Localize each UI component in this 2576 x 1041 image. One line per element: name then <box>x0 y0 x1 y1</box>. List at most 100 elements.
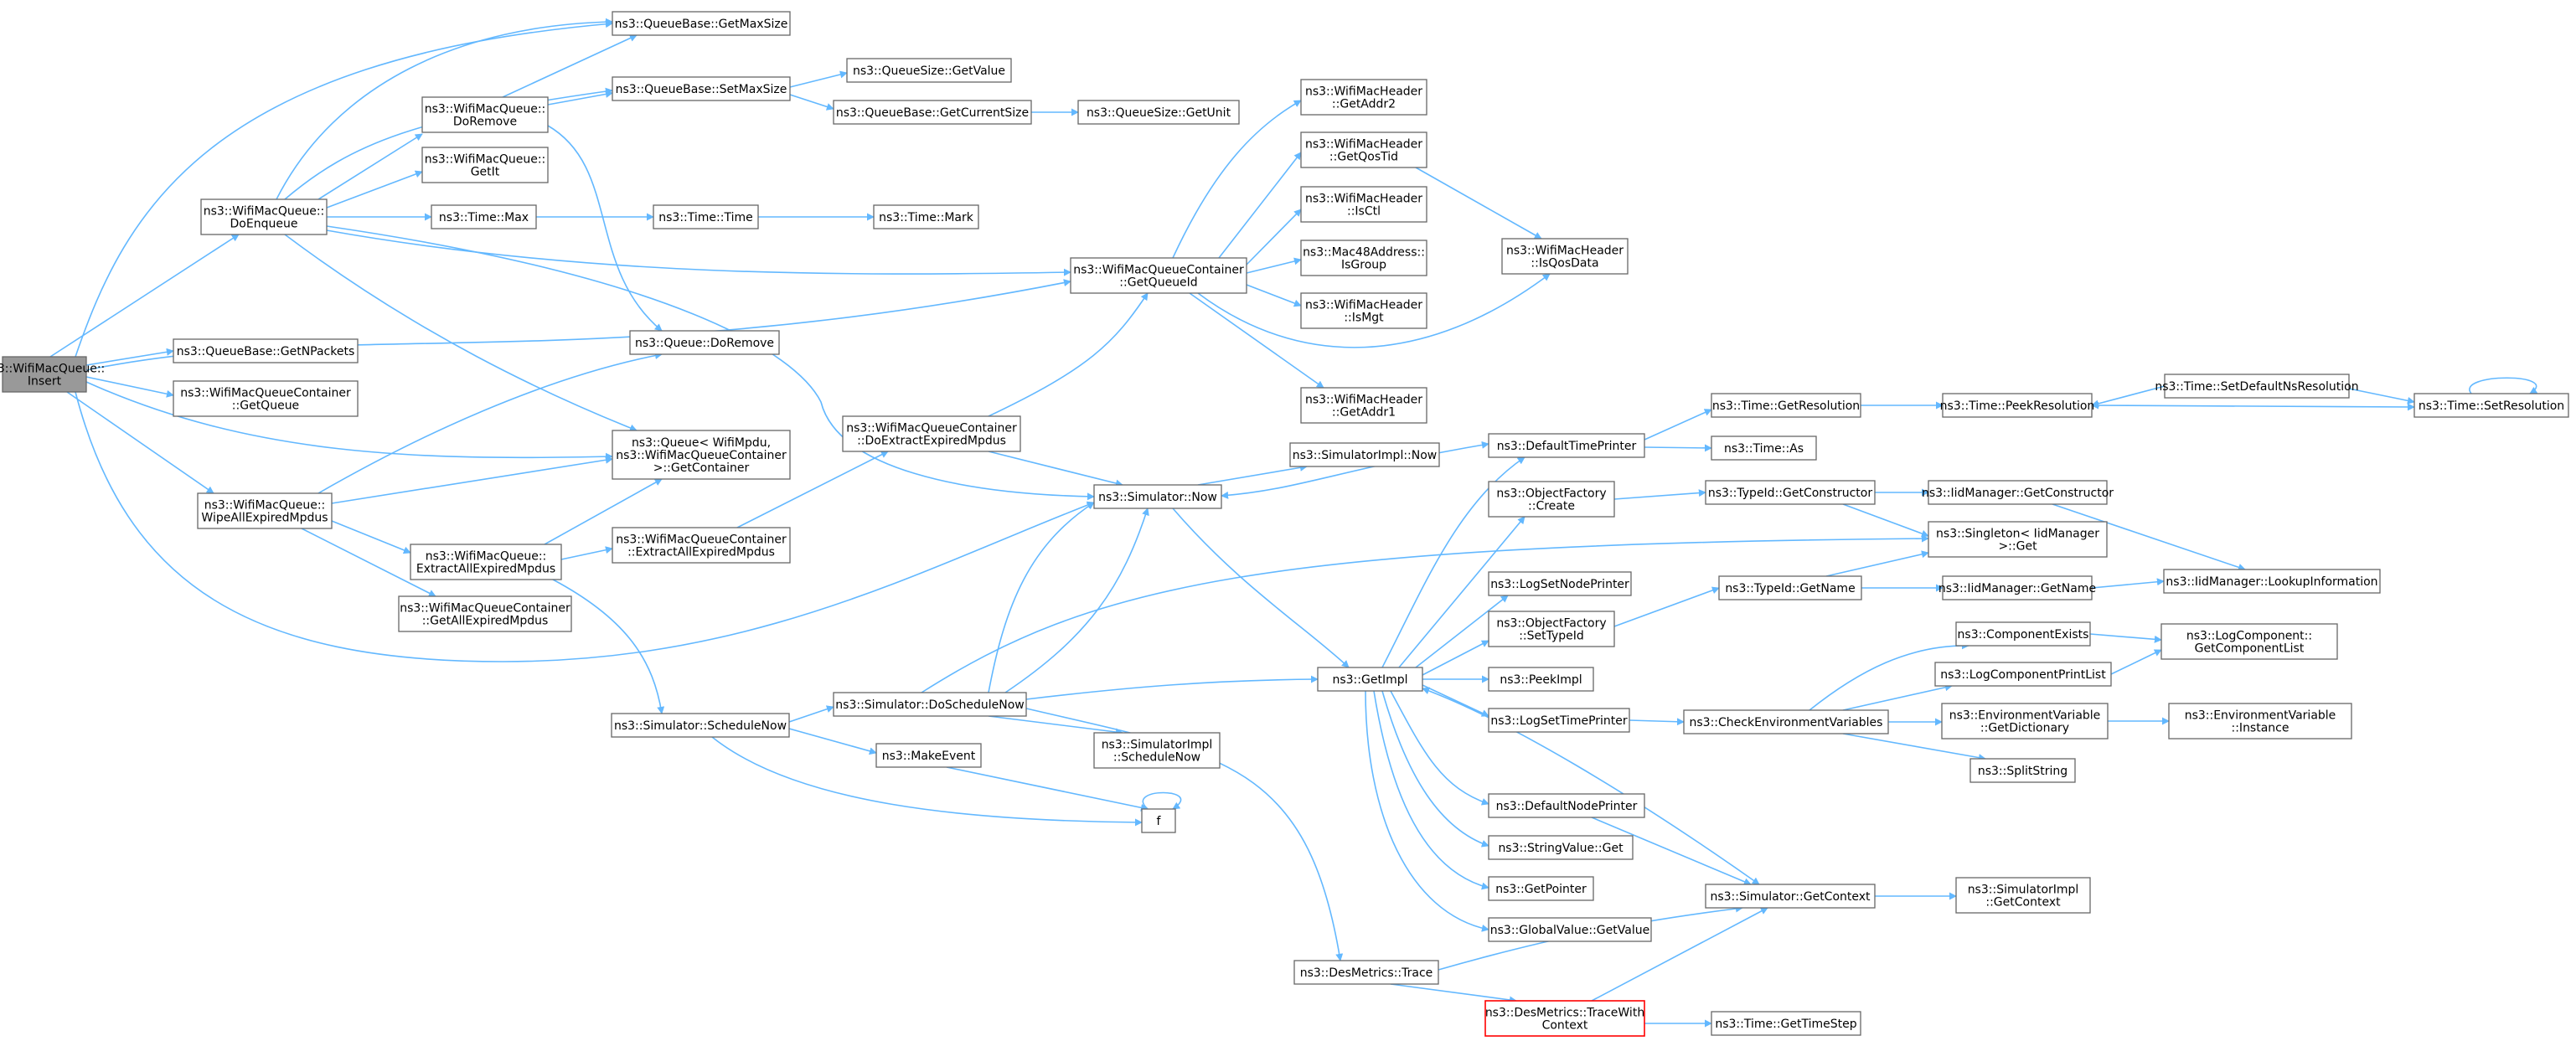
node-label: ::GetContext <box>1985 896 2061 910</box>
node-label: >::Get <box>1998 540 2037 554</box>
node-hdr-isqosdata[interactable]: ns3::WifiMacHeader::IsQosData <box>1501 238 1629 275</box>
node-label: ns3::MakeEvent <box>882 750 976 763</box>
node-box <box>1711 393 1861 418</box>
node-box <box>1093 732 1221 769</box>
node-getit[interactable]: ns3::WifiMacQueue::GetIt <box>421 147 549 183</box>
node-extractall-wmq[interactable]: ns3::WifiMacQueue::ExtractAllExpiredMpdu… <box>410 544 562 580</box>
node-container-getqueueid[interactable]: ns3::WifiMacQueueContainer::GetQueueId <box>1070 257 1247 294</box>
node-simimpl-schedulenow[interactable]: ns3::SimulatorImpl::ScheduleNow <box>1093 732 1221 769</box>
node-simimpl-now[interactable]: ns3::SimulatorImpl::Now <box>1289 442 1440 467</box>
node-sim-doschedulenow[interactable]: ns3::Simulator::DoScheduleNow <box>833 692 1027 717</box>
node-label: GetIt <box>471 166 500 179</box>
node-label: ns3::SimulatorImpl::Now <box>1293 449 1438 462</box>
node-getcurrentsize[interactable]: ns3::QueueBase::GetCurrentSize <box>833 100 1032 125</box>
node-getimpl[interactable]: ns3::GetImpl <box>1317 667 1423 692</box>
node-desmetrics-trace[interactable]: ns3::DesMetrics::Trace <box>1293 960 1439 985</box>
edge-objfactory_create-to-typeid_getconstructor <box>1613 489 1706 500</box>
node-container-getqueue[interactable]: ns3::WifiMacQueueContainer::GetQueue <box>173 380 359 417</box>
node-label: ::ExtractAllExpiredMpdus <box>627 546 775 559</box>
node-doremove-wmq[interactable]: ns3::WifiMacQueue::DoRemove <box>421 96 549 133</box>
node-globalvalue-getvalue[interactable]: ns3::GlobalValue::GetValue <box>1488 917 1652 942</box>
function-nodes: ns3::WifiMacQueue::Insert ns3::QueueBase:… <box>0 11 2569 1037</box>
node-logcomp-printlist[interactable]: ns3::LogComponentPrintList <box>1934 662 2112 687</box>
node-componentexists[interactable]: ns3::ComponentExists <box>1955 621 2091 647</box>
node-getpointer[interactable]: ns3::GetPointer <box>1488 876 1594 901</box>
edge-getimpl-to-globalvalue_getvalue <box>1365 690 1489 932</box>
edge-setmaxsize-to-getcurrentsize <box>789 94 834 111</box>
node-label: ::GetQosTid <box>1329 151 1398 164</box>
node-queue-doremove[interactable]: ns3::Queue::DoRemove <box>629 330 780 355</box>
node-container-getall[interactable]: ns3::WifiMacQueueContainer::GetAllExpire… <box>398 595 572 632</box>
node-label: ns3::Queue::DoRemove <box>635 337 774 350</box>
node-checkenv[interactable]: ns3::CheckEnvironmentVariables <box>1683 709 1889 734</box>
node-objfactory-create[interactable]: ns3::ObjectFactory::Create <box>1488 481 1615 518</box>
node-iidmgr-getname[interactable]: ns3::IidManager::GetName <box>1938 575 2096 600</box>
node-wipeall[interactable]: ns3::WifiMacQueue::WipeAllExpiredMpdus <box>197 492 333 529</box>
node-time-as[interactable]: ns3::Time::As <box>1711 435 1817 461</box>
node-label: ns3::Time::PeekResolution <box>1940 399 2095 413</box>
node-getvalue[interactable]: ns3::QueueSize::GetValue <box>846 58 1012 83</box>
node-peekimpl[interactable]: ns3::PeekImpl <box>1488 667 1594 692</box>
node-hdr-ismgt[interactable]: ns3::WifiMacHeader::IsMgt <box>1300 292 1427 329</box>
node-defaultnodeprinter[interactable]: ns3::DefaultNodePrinter <box>1488 793 1645 818</box>
node-queue-getcontainer[interactable]: ns3::Queue< WifiMpdu,ns3::WifiMacQueueCo… <box>612 430 791 480</box>
node-getmaxsize[interactable]: ns3::QueueBase::GetMaxSize <box>612 11 791 36</box>
node-time-getresolution[interactable]: ns3::Time::GetResolution <box>1711 393 1861 418</box>
node-label: Insert <box>28 375 62 389</box>
node-label: ns3::EnvironmentVariable <box>1949 709 2101 723</box>
node-time-setdefaultns[interactable]: ns3::Time::SetDefaultNsResolution <box>2155 374 2359 399</box>
node-label: ns3::Simulator::DoScheduleNow <box>835 698 1024 712</box>
node-time-setresolution[interactable]: ns3::Time::SetResolution <box>2413 393 2569 418</box>
node-stringvalue-get[interactable]: ns3::StringValue::Get <box>1488 835 1634 860</box>
node-label: ns3::WifiMacQueue:: <box>425 103 546 116</box>
node-logcomp-getlist[interactable]: ns3::LogComponent::GetComponentList <box>2160 623 2338 660</box>
edge-doenqueue-to-getit <box>326 170 423 209</box>
node-sim-now[interactable]: ns3::Simulator::Now <box>1093 484 1222 509</box>
edge-wipeall-to-extractall_wmq <box>331 520 411 554</box>
node-singleton-get[interactable]: ns3::Singleton< IidManager>::Get <box>1928 521 2108 558</box>
node-lognodeprinter[interactable]: ns3::LogSetNodePrinter <box>1488 571 1632 596</box>
node-box <box>612 527 791 564</box>
node-simimpl-getcontext[interactable]: ns3::SimulatorImpl::GetContext <box>1955 877 2091 914</box>
node-getunit[interactable]: ns3::QueueSize::GetUnit <box>1077 100 1240 125</box>
node-makeevent[interactable]: ns3::MakeEvent <box>875 743 982 768</box>
node-timemark[interactable]: ns3::Time::Mark <box>873 204 979 229</box>
node-setmaxsize[interactable]: ns3::QueueBase::SetMaxSize <box>612 76 791 101</box>
node-mac48-isgroup[interactable]: ns3::Mac48Address::IsGroup <box>1300 240 1427 276</box>
node-label: ns3::DesMetrics::Trace <box>1300 966 1433 980</box>
node-label: ::Instance <box>2232 722 2289 735</box>
node-logtimeprinter[interactable]: ns3::LogSetTimePrinter <box>1488 708 1630 733</box>
node-doenqueue[interactable]: ns3::WifiMacQueue::DoEnqueue <box>200 198 328 235</box>
node-hdr-getaddr2[interactable]: ns3::WifiMacHeader::GetAddr2 <box>1300 79 1427 116</box>
node-typeid-getname[interactable]: ns3::TypeId::GetName <box>1718 575 1862 600</box>
node-time-gettimestep[interactable]: ns3::Time::GetTimeStep <box>1711 1011 1861 1036</box>
edge-sim_now-to-simimpl_now <box>1197 463 1308 486</box>
node-label: ns3::WifiMacHeader <box>1305 193 1422 206</box>
node-timemax[interactable]: ns3::Time::Max <box>431 204 537 229</box>
node-defaulttimeprinter[interactable]: ns3::DefaultTimePrinter <box>1488 433 1645 458</box>
node-envvar-getdict[interactable]: ns3::EnvironmentVariable::GetDictionary <box>1941 703 2109 740</box>
node-box <box>1488 481 1615 518</box>
node-objfactory-settypeid[interactable]: ns3::ObjectFactory::SetTypeId <box>1488 611 1615 647</box>
node-sim-schedulenow[interactable]: ns3::Simulator::ScheduleNow <box>611 713 790 738</box>
node-container-extractall[interactable]: ns3::WifiMacQueueContainer::ExtractAllEx… <box>612 527 791 564</box>
node-typeid-getconstructor[interactable]: ns3::TypeId::GetConstructor <box>1705 480 1876 505</box>
node-time-peekresolution[interactable]: ns3::Time::PeekResolution <box>1940 393 2095 418</box>
node-hdr-isctl[interactable]: ns3::WifiMacHeader::IsCtl <box>1300 186 1427 223</box>
edge-sim_doschedulenow-to-getimpl <box>1025 675 1319 700</box>
node-envvar-instance[interactable]: ns3::EnvironmentVariable::Instance <box>2168 703 2352 740</box>
node-label: ns3::QueueBase::GetCurrentSize <box>836 106 1029 120</box>
node-hdr-getaddr1[interactable]: ns3::WifiMacHeader::GetAddr1 <box>1300 387 1427 424</box>
edge-extractall_wmq-to-sim_schedulenow <box>552 579 665 714</box>
node-getnpackets[interactable]: ns3::QueueBase::GetNPackets <box>173 338 359 363</box>
node-container-doextract[interactable]: ns3::WifiMacQueueContainer::DoExtractExp… <box>842 415 1021 452</box>
node-sim-getcontext[interactable]: ns3::Simulator::GetContext <box>1705 884 1876 909</box>
node-hdr-getqostid[interactable]: ns3::WifiMacHeader::GetQosTid <box>1300 131 1427 168</box>
node-f[interactable]: f <box>1141 808 1176 833</box>
node-iidmgr-lookup[interactable]: ns3::IidManager::LookupInformation <box>2163 569 2381 594</box>
node-iidmgr-getconstructor[interactable]: ns3::IidManager::GetConstructor <box>1922 480 2114 505</box>
node-timetime[interactable]: ns3::Time::Time <box>653 204 759 229</box>
node-label: ns3::LogComponent:: <box>2186 630 2312 643</box>
node-splitstring[interactable]: ns3::SplitString <box>1969 758 2076 783</box>
